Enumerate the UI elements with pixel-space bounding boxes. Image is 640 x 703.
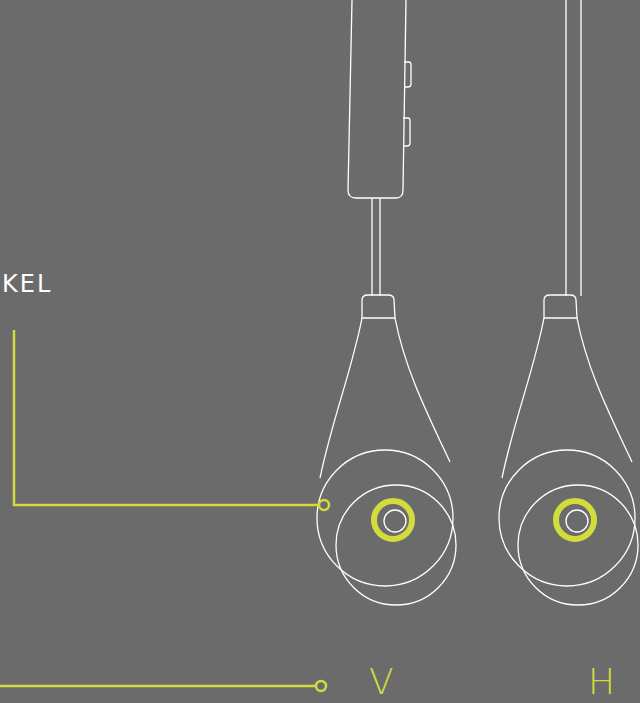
part-name: KEL [2,272,52,296]
leader-line [0,685,316,688]
control-button [404,62,411,87]
cable [372,198,380,296]
side-label: H [588,664,615,700]
leader-dot [316,681,326,691]
control-button [403,118,410,146]
leader-line [14,330,319,505]
side-label: V [369,664,394,700]
control-box [348,0,406,198]
leader-dot [319,500,329,510]
cable [566,0,581,296]
earbud [317,295,456,605]
